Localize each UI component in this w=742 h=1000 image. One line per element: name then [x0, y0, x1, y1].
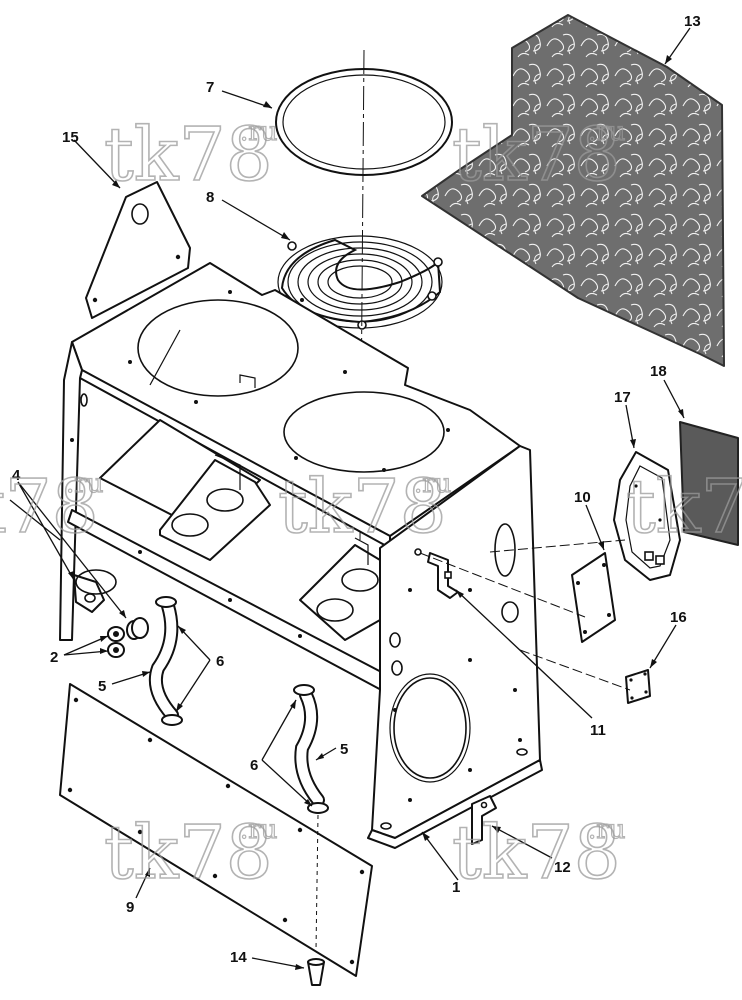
callout-18: 18: [650, 363, 667, 380]
small-bracket: [471, 795, 497, 845]
gasket-frame: [613, 451, 681, 581]
watermark-main: tk78: [452, 112, 621, 198]
callout-17: 17: [614, 389, 631, 406]
bracket-plate: [85, 181, 191, 319]
watermark-suffix: .ru: [588, 815, 625, 845]
callout-4: 4: [12, 467, 21, 484]
drain-hose-right: [293, 684, 329, 814]
watermarks: tk78 .ru tk78 .ru tk78 .ru tk78 .ru tk78…: [0, 111, 742, 897]
callout-10: 10: [574, 489, 591, 506]
access-cover-plate: [571, 552, 616, 643]
callout-15: 15: [62, 129, 79, 146]
callout-6-left: 6: [216, 653, 224, 670]
callout-9: 9: [126, 899, 134, 916]
drain-valve: [307, 958, 325, 986]
callout-11: 11: [590, 722, 606, 739]
watermark-main: tk78: [0, 464, 99, 550]
callout-13: 13: [684, 13, 701, 30]
mount-bracket: [73, 569, 117, 613]
drain-hose-left: [148, 596, 183, 726]
small-cover-plate: [625, 669, 651, 704]
callout-12: 12: [554, 859, 571, 876]
callout-2: 2: [50, 649, 58, 666]
clip-bracket: [414, 548, 459, 599]
watermark-suffix: .ru: [66, 469, 103, 499]
watermark-main: tk78: [104, 112, 273, 198]
callout-5-left: 5: [98, 678, 106, 695]
callout-14: 14: [230, 949, 247, 966]
callout-6-right: 6: [250, 757, 258, 774]
callout-labels: 1 2 4 5 5 6 6 7 8 9 10 11 12 13 14 15 16…: [12, 13, 701, 966]
callout-5-right: 5: [340, 741, 348, 758]
fan-guard: [277, 235, 443, 330]
callout-1: 1: [452, 879, 460, 896]
callout-8: 8: [206, 189, 214, 206]
ring-gasket: [275, 68, 453, 176]
watermark-suffix: .ru: [240, 815, 277, 845]
watermark-main: tk78: [278, 464, 447, 550]
insulation-panel: [421, 14, 725, 367]
watermark-main: tk78: [626, 464, 742, 550]
callout-16: 16: [670, 609, 687, 626]
callout-7: 7: [206, 79, 214, 96]
leader-lines: [9, 27, 691, 970]
watermark-main: tk78: [104, 810, 273, 896]
watermark-suffix: .ru: [588, 117, 625, 147]
watermark-suffix: .ru: [240, 117, 277, 147]
watermark-main: tk78: [452, 810, 621, 896]
grommets: [107, 617, 149, 658]
insulation-pad: [679, 421, 739, 546]
watermark-suffix: .ru: [414, 469, 451, 499]
front-cover-panel: [59, 683, 373, 977]
